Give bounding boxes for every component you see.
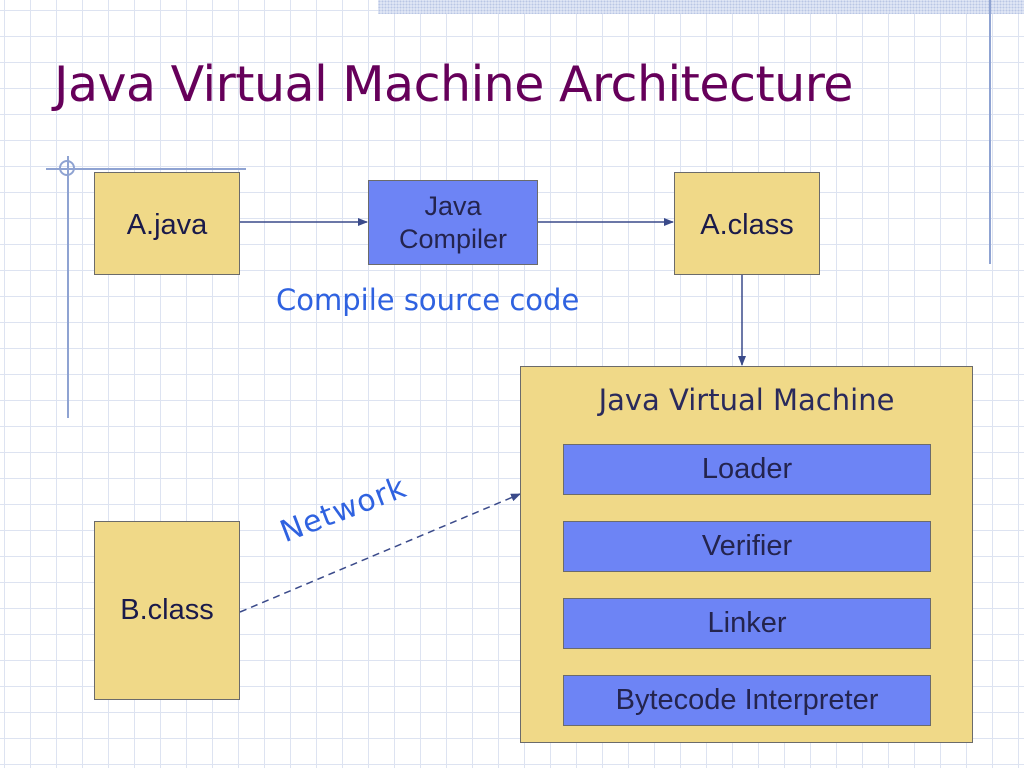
jvm-stage-linker: Linker: [563, 598, 931, 649]
jvm-container: Java Virtual Machine Loader Verifier Lin…: [520, 366, 973, 743]
compiler-label-line1: Java: [424, 190, 482, 221]
jvm-stage-loader: Loader: [563, 444, 931, 495]
b-class-file-box: B.class: [94, 521, 240, 700]
a-class-file-box: A.class: [674, 172, 820, 275]
compiler-label-line2: Compiler: [398, 223, 508, 254]
a-java-file-box: A.java: [94, 172, 240, 275]
compile-source-caption: Compile source code: [276, 283, 580, 317]
decorative-vertical-line: [67, 156, 69, 418]
decorative-dotted-band: [378, 0, 1024, 14]
decorative-vertical-line: [989, 0, 991, 264]
a-class-label: A.class: [700, 209, 794, 241]
decorative-circle: [59, 160, 75, 176]
jvm-stage-verifier: Verifier: [563, 521, 931, 572]
jvm-stage-bytecode-interpreter: Bytecode Interpreter: [563, 675, 931, 726]
java-compiler-box: Java Compiler: [368, 180, 538, 265]
a-java-label: A.java: [126, 209, 208, 241]
jvm-title: Java Virtual Machine: [598, 383, 895, 417]
page-title: Java Virtual Machine Architecture: [54, 56, 853, 113]
network-caption: Network: [275, 469, 412, 550]
decorative-horizontal-line: [46, 168, 246, 170]
b-class-label: B.class: [120, 594, 214, 626]
